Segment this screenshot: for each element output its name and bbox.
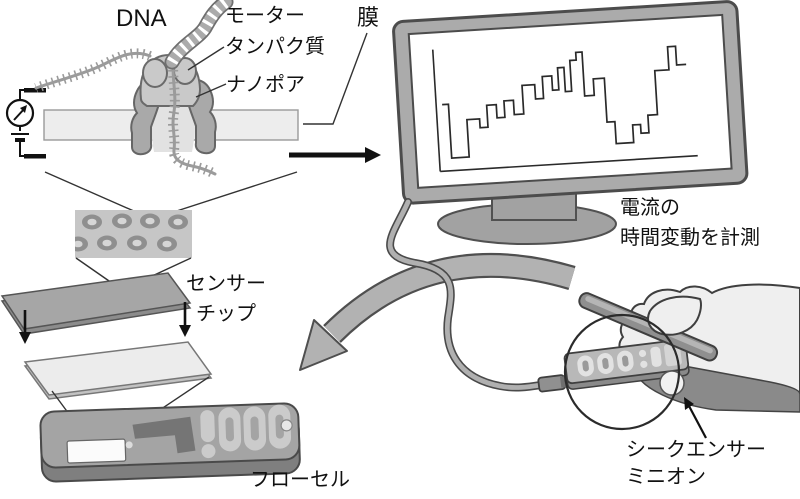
membrane-label: 膜 xyxy=(357,5,380,30)
leader-membrane xyxy=(303,32,368,125)
electrode-top xyxy=(24,88,46,93)
pore-ring xyxy=(75,213,188,252)
current-trace-plot xyxy=(431,45,698,173)
flow-direction-arrow xyxy=(299,252,576,371)
current-trace xyxy=(442,45,687,159)
membrane-panel xyxy=(5,0,381,179)
sensor-chip-stack xyxy=(0,272,213,400)
minion-flowcell-pattern xyxy=(577,343,682,377)
dna-template-strand xyxy=(34,48,152,93)
monitor-screen xyxy=(407,13,733,189)
thumb xyxy=(647,295,702,336)
sensor-chip-label: センサー チップ xyxy=(186,273,266,325)
current-measure-label: 電流の 時間変動を計測 xyxy=(620,197,760,249)
usb-plug xyxy=(537,374,568,393)
flowcell-window xyxy=(66,438,127,464)
dna-threaded-strand xyxy=(168,56,218,179)
fingertip xyxy=(659,370,685,396)
monitor xyxy=(392,0,749,245)
flowcell-port-region xyxy=(132,416,196,454)
electrode-bottom xyxy=(24,154,46,159)
motor-protein-label: モーター タンパク質 xyxy=(225,5,325,58)
usb-cable xyxy=(386,198,545,392)
nanopore-label: ナノポア xyxy=(226,74,305,96)
minion-device xyxy=(563,338,690,390)
magnifier-circle-icon xyxy=(563,313,681,431)
sensor-chip-plate xyxy=(0,272,192,330)
signal-arrow-icon xyxy=(289,147,381,163)
flow-cell xyxy=(39,402,301,483)
sequencer-label-arrow-icon xyxy=(684,397,707,439)
leader-motor-protein xyxy=(187,46,225,71)
dna-label: DNA xyxy=(116,5,167,32)
minion-in-hand xyxy=(537,283,800,439)
nanopore-array xyxy=(75,210,192,258)
sequencer-label: シークエンサー ミニオン xyxy=(626,439,766,488)
flowcell-channel xyxy=(200,404,292,459)
dna-double-helix xyxy=(164,0,234,70)
flow-cell-label: フローセル xyxy=(250,469,350,491)
ammeter-circuit xyxy=(5,88,46,159)
chip-cover-plate xyxy=(23,341,213,396)
assembly-arrow-left xyxy=(19,310,31,344)
leader-nanopore xyxy=(195,83,227,98)
assembly-arrow-right xyxy=(179,302,191,337)
